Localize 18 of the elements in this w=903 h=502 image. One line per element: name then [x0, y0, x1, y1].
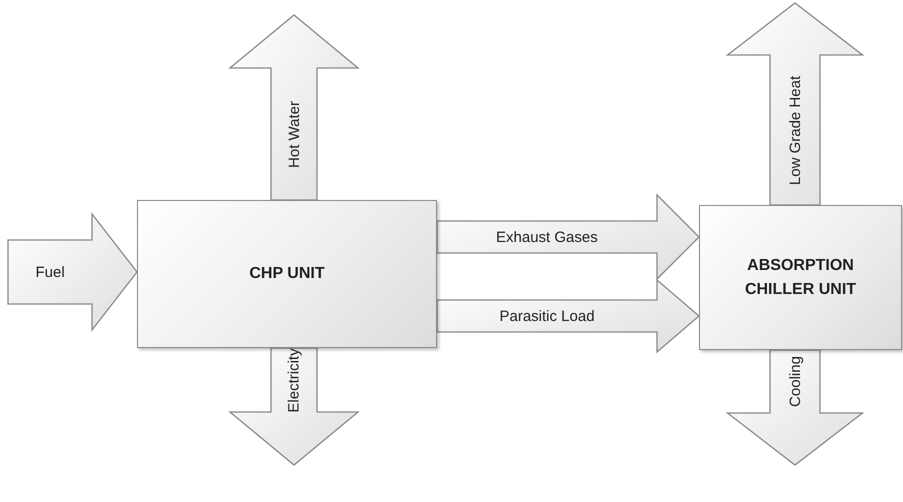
- edge-label: Exhaust Gases: [496, 228, 598, 246]
- block-arrow: [726, 349, 864, 466]
- block-arrow: [228, 14, 360, 201]
- block-arrow: [726, 2, 864, 206]
- block-arrow: [436, 278, 700, 354]
- box-title: ABSORPTION CHILLER UNIT: [744, 256, 858, 300]
- edge-label: Cooling: [786, 356, 804, 407]
- box-title: CHP UNIT: [249, 264, 325, 284]
- edge-label: Fuel: [36, 264, 65, 280]
- block-arrow: [436, 193, 700, 281]
- block-arrow: [7, 212, 138, 332]
- edge-label: Electricity: [286, 348, 303, 412]
- process-box: [137, 200, 437, 348]
- edge-label: Hot Water: [285, 100, 302, 168]
- process-box: [699, 205, 902, 350]
- block-arrow: [228, 347, 360, 466]
- edge-label: Low Grade Heat: [786, 75, 804, 185]
- edge-label: Parasitic Load: [500, 308, 595, 324]
